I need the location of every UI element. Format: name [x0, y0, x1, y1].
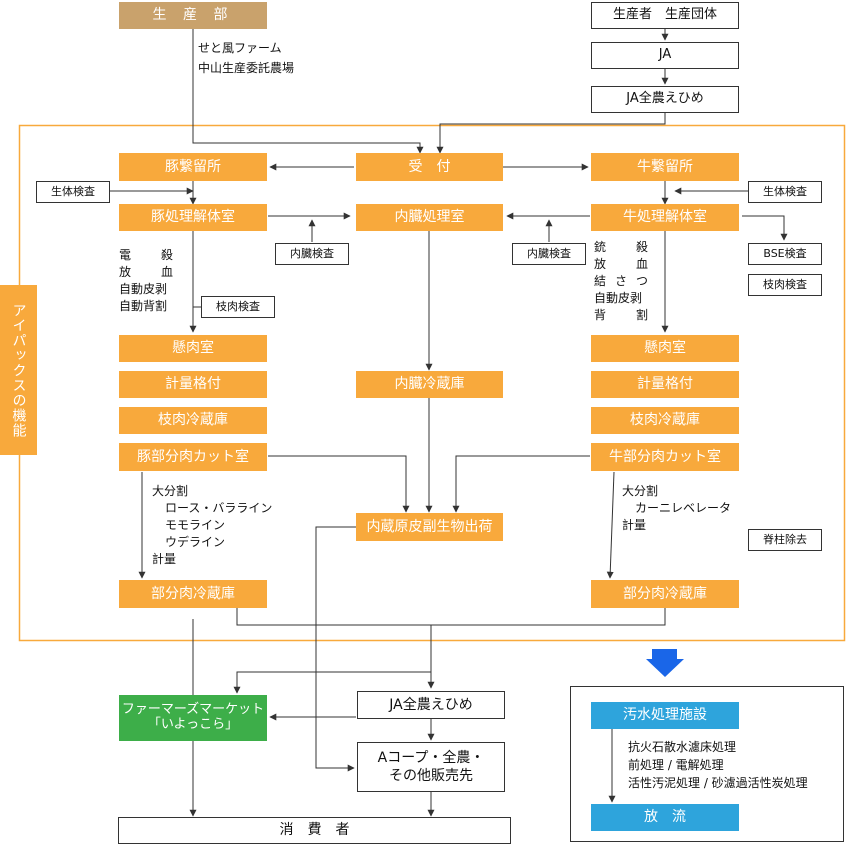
- a-coop-box: Aコープ・全農・ その他販売先: [357, 742, 505, 792]
- arrow-pork-cut-shipping: [268, 455, 410, 513]
- beef-primal-storage-box: 部分肉冷蔵庫: [591, 580, 739, 608]
- cut-note: ロース・バラライン: [165, 501, 273, 515]
- pork-weighing-box: 計量格付: [119, 371, 267, 398]
- offal-cold-storage-box: 内臓冷蔵庫: [356, 371, 503, 398]
- pork-step: 自動背割: [119, 299, 168, 313]
- discharge-box: 放 流: [591, 804, 739, 831]
- wastewater-steps: 抗火石散水濾床処理 前処理 / 電解処理 活性汚泥処理 / 砂濾過活性炭処理: [628, 738, 808, 792]
- beef-step: 放血: [594, 256, 648, 273]
- beef-step: 背割: [594, 307, 648, 324]
- cut-note: ウデライン: [165, 535, 226, 549]
- step-char: 放: [119, 265, 132, 279]
- pork-step: 放血: [119, 264, 173, 281]
- pork-cut-notes: 大分割 ロース・バラライン モモライン ウデライン 計量: [152, 483, 272, 568]
- beef-hanging-room-box: 懸肉室: [591, 335, 739, 362]
- spinal-removal-box: 脊柱除去: [748, 529, 822, 551]
- pork-steps: 電殺 放血 自動皮剥 自動背割: [119, 247, 173, 315]
- pork-hanging-room-box: 懸肉室: [119, 335, 267, 362]
- wastewater-step: 活性汚泥処理 / 砂濾過活性炭処理: [628, 776, 808, 790]
- connector-primal-storage: [236, 608, 666, 626]
- production-farms: せと風ファーム 中山生産委託農場: [198, 38, 294, 78]
- arrow-beef-cut-shipping: [452, 455, 590, 513]
- step-char: 結: [594, 274, 607, 288]
- beef-cutting-room-box: 牛部分肉カット室: [591, 443, 739, 471]
- cut-note: 大分割: [152, 484, 189, 498]
- pork-holding-box: 豚繋留所: [119, 153, 267, 181]
- cut-note: 計量: [622, 518, 647, 532]
- ja-zennoh-bottom-box: JA全農えひめ: [357, 691, 505, 719]
- step-char: 血: [160, 265, 173, 279]
- beef-step: 自動皮剥: [594, 291, 643, 305]
- bse-inspection-box: BSE検査: [748, 243, 822, 265]
- beef-offal-inspection-box: 内臓検査: [512, 243, 586, 265]
- pork-cutting-room-box: 豚部分肉カット室: [119, 443, 267, 471]
- farm-name: 中山生産委託農場: [198, 61, 295, 75]
- step-char: 銃: [594, 240, 607, 254]
- wastewater-step: 前処理 / 電解処理: [628, 758, 724, 772]
- arrow-shipping-acoop: [315, 526, 356, 772]
- pork-step: 電殺: [119, 247, 173, 264]
- step-char: 殺: [635, 240, 648, 254]
- farmers-market-line: 「いよっこら」: [147, 717, 239, 732]
- wastewater-facility-box: 汚水処理施設: [591, 702, 739, 729]
- consumers-box: 消 費 者: [118, 817, 511, 844]
- cut-note: モモライン: [165, 518, 226, 532]
- pork-primal-storage-box: 部分肉冷蔵庫: [119, 580, 267, 608]
- step-char: 割: [635, 308, 648, 322]
- arrow-zennoh-reception: [436, 113, 666, 154]
- arrow-bse: [742, 215, 788, 241]
- offal-processing-box: 内臓処理室: [356, 204, 503, 231]
- beef-cut-notes: 大分割 カーニレベレータ 計量: [622, 483, 731, 534]
- ja-zennoh-box: JA全農えひめ: [591, 86, 739, 113]
- step-char: 殺: [160, 248, 173, 262]
- a-coop-line: その他販売先: [389, 768, 473, 784]
- frame-label: アイパックスの機能: [0, 285, 37, 455]
- wastewater-step: 抗火石散水濾床処理: [628, 740, 737, 754]
- production-dept: 生 産 部: [119, 2, 267, 29]
- pork-carcass-storage-box: 枝肉冷蔵庫: [119, 407, 267, 434]
- pork-dressing-room-box: 豚処理解体室: [119, 204, 267, 231]
- beef-step: 結さつ: [594, 273, 648, 290]
- beef-carcass-inspection-box: 枝肉検査: [748, 274, 822, 296]
- pork-offal-inspection-box: 内臓検査: [275, 243, 349, 265]
- cut-note: 大分割: [622, 484, 659, 498]
- step-char: 放: [594, 257, 607, 271]
- cut-note: 計量: [152, 552, 177, 566]
- beef-weighing-box: 計量格付: [591, 371, 739, 398]
- beef-steps: 銃殺 放血 結さつ 自動皮剥 背割: [594, 239, 648, 324]
- step-char: さ: [614, 274, 627, 288]
- offal-shipping-box: 内蔵原皮副生物出荷: [356, 513, 503, 541]
- farmers-market-box: ファーマーズマーケット 「いよっこら」: [119, 695, 267, 741]
- cut-note: カーニレベレータ: [635, 501, 732, 515]
- beef-live-inspection-box: 生体検査: [748, 181, 822, 203]
- reception-box: 受 付: [356, 153, 503, 181]
- beef-step: 銃殺: [594, 239, 648, 256]
- arrow-production-reception: [192, 28, 424, 154]
- beef-dressing-room-box: 牛処理解体室: [591, 204, 739, 231]
- down-arrow-icon: [646, 649, 684, 677]
- beef-carcass-storage-box: 枝肉冷蔵庫: [591, 407, 739, 434]
- step-char: 電: [119, 248, 132, 262]
- a-coop-line: Aコープ・全農・: [377, 749, 485, 766]
- wastewater-frame: [570, 686, 844, 842]
- pork-step: 自動皮剥: [119, 282, 168, 296]
- pork-live-inspection-box: 生体検査: [36, 181, 110, 203]
- pork-carcass-inspection-box: 枝肉検査: [201, 296, 275, 318]
- beef-holding-box: 牛繋留所: [591, 153, 739, 181]
- ja-box: JA: [591, 42, 739, 69]
- step-char: 血: [635, 257, 648, 271]
- producers-box: 生産者 生産団体: [591, 2, 739, 29]
- step-char: つ: [635, 274, 648, 288]
- step-char: 背: [594, 308, 607, 322]
- farmers-market-line: ファーマーズマーケット: [121, 702, 265, 718]
- farm-name: せと風ファーム: [198, 41, 282, 55]
